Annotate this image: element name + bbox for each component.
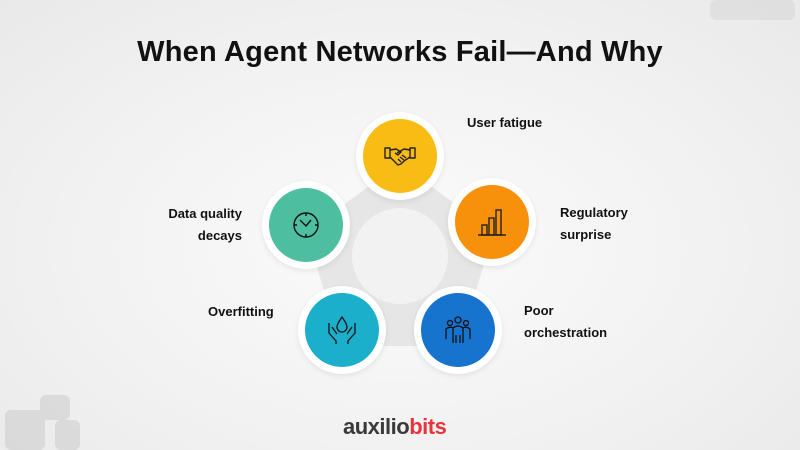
label-overfitting: Overfitting bbox=[208, 304, 274, 319]
hands-drop-icon bbox=[305, 293, 379, 367]
label-data-quality-decays: Data quality decays bbox=[162, 203, 242, 247]
handshake-icon bbox=[363, 119, 437, 193]
label-line: decays bbox=[197, 228, 242, 243]
label-poor-orchestration: Poor orchestration bbox=[524, 300, 607, 344]
label-line: Regulatory bbox=[560, 205, 628, 220]
team-icon bbox=[421, 293, 495, 367]
logo-part-bits: bits bbox=[409, 414, 447, 439]
brand-logo: auxiliobits bbox=[343, 414, 447, 440]
label-user-fatigue: User fatigue bbox=[467, 115, 543, 130]
node-data-quality-decays bbox=[262, 181, 350, 269]
label-regulatory-surprise: Regulatory surprise bbox=[560, 202, 628, 246]
label-line: orchestration bbox=[524, 325, 608, 340]
node-overfitting bbox=[298, 286, 386, 374]
label-line: Poor bbox=[524, 303, 554, 318]
node-regulatory-surprise bbox=[448, 178, 536, 266]
logo-part-auxilio: auxilio bbox=[343, 414, 410, 439]
node-user-fatigue bbox=[356, 112, 444, 200]
page-title: When Agent Networks Fail—And Why bbox=[137, 36, 663, 68]
bar-chart-icon bbox=[455, 185, 529, 259]
label-line: Data quality bbox=[168, 206, 242, 221]
clock-icon bbox=[269, 188, 343, 262]
decorative-map-dots bbox=[5, 395, 80, 450]
label-line: surprise bbox=[560, 227, 612, 242]
decorative-map-dots bbox=[710, 0, 795, 20]
node-poor-orchestration bbox=[414, 286, 502, 374]
